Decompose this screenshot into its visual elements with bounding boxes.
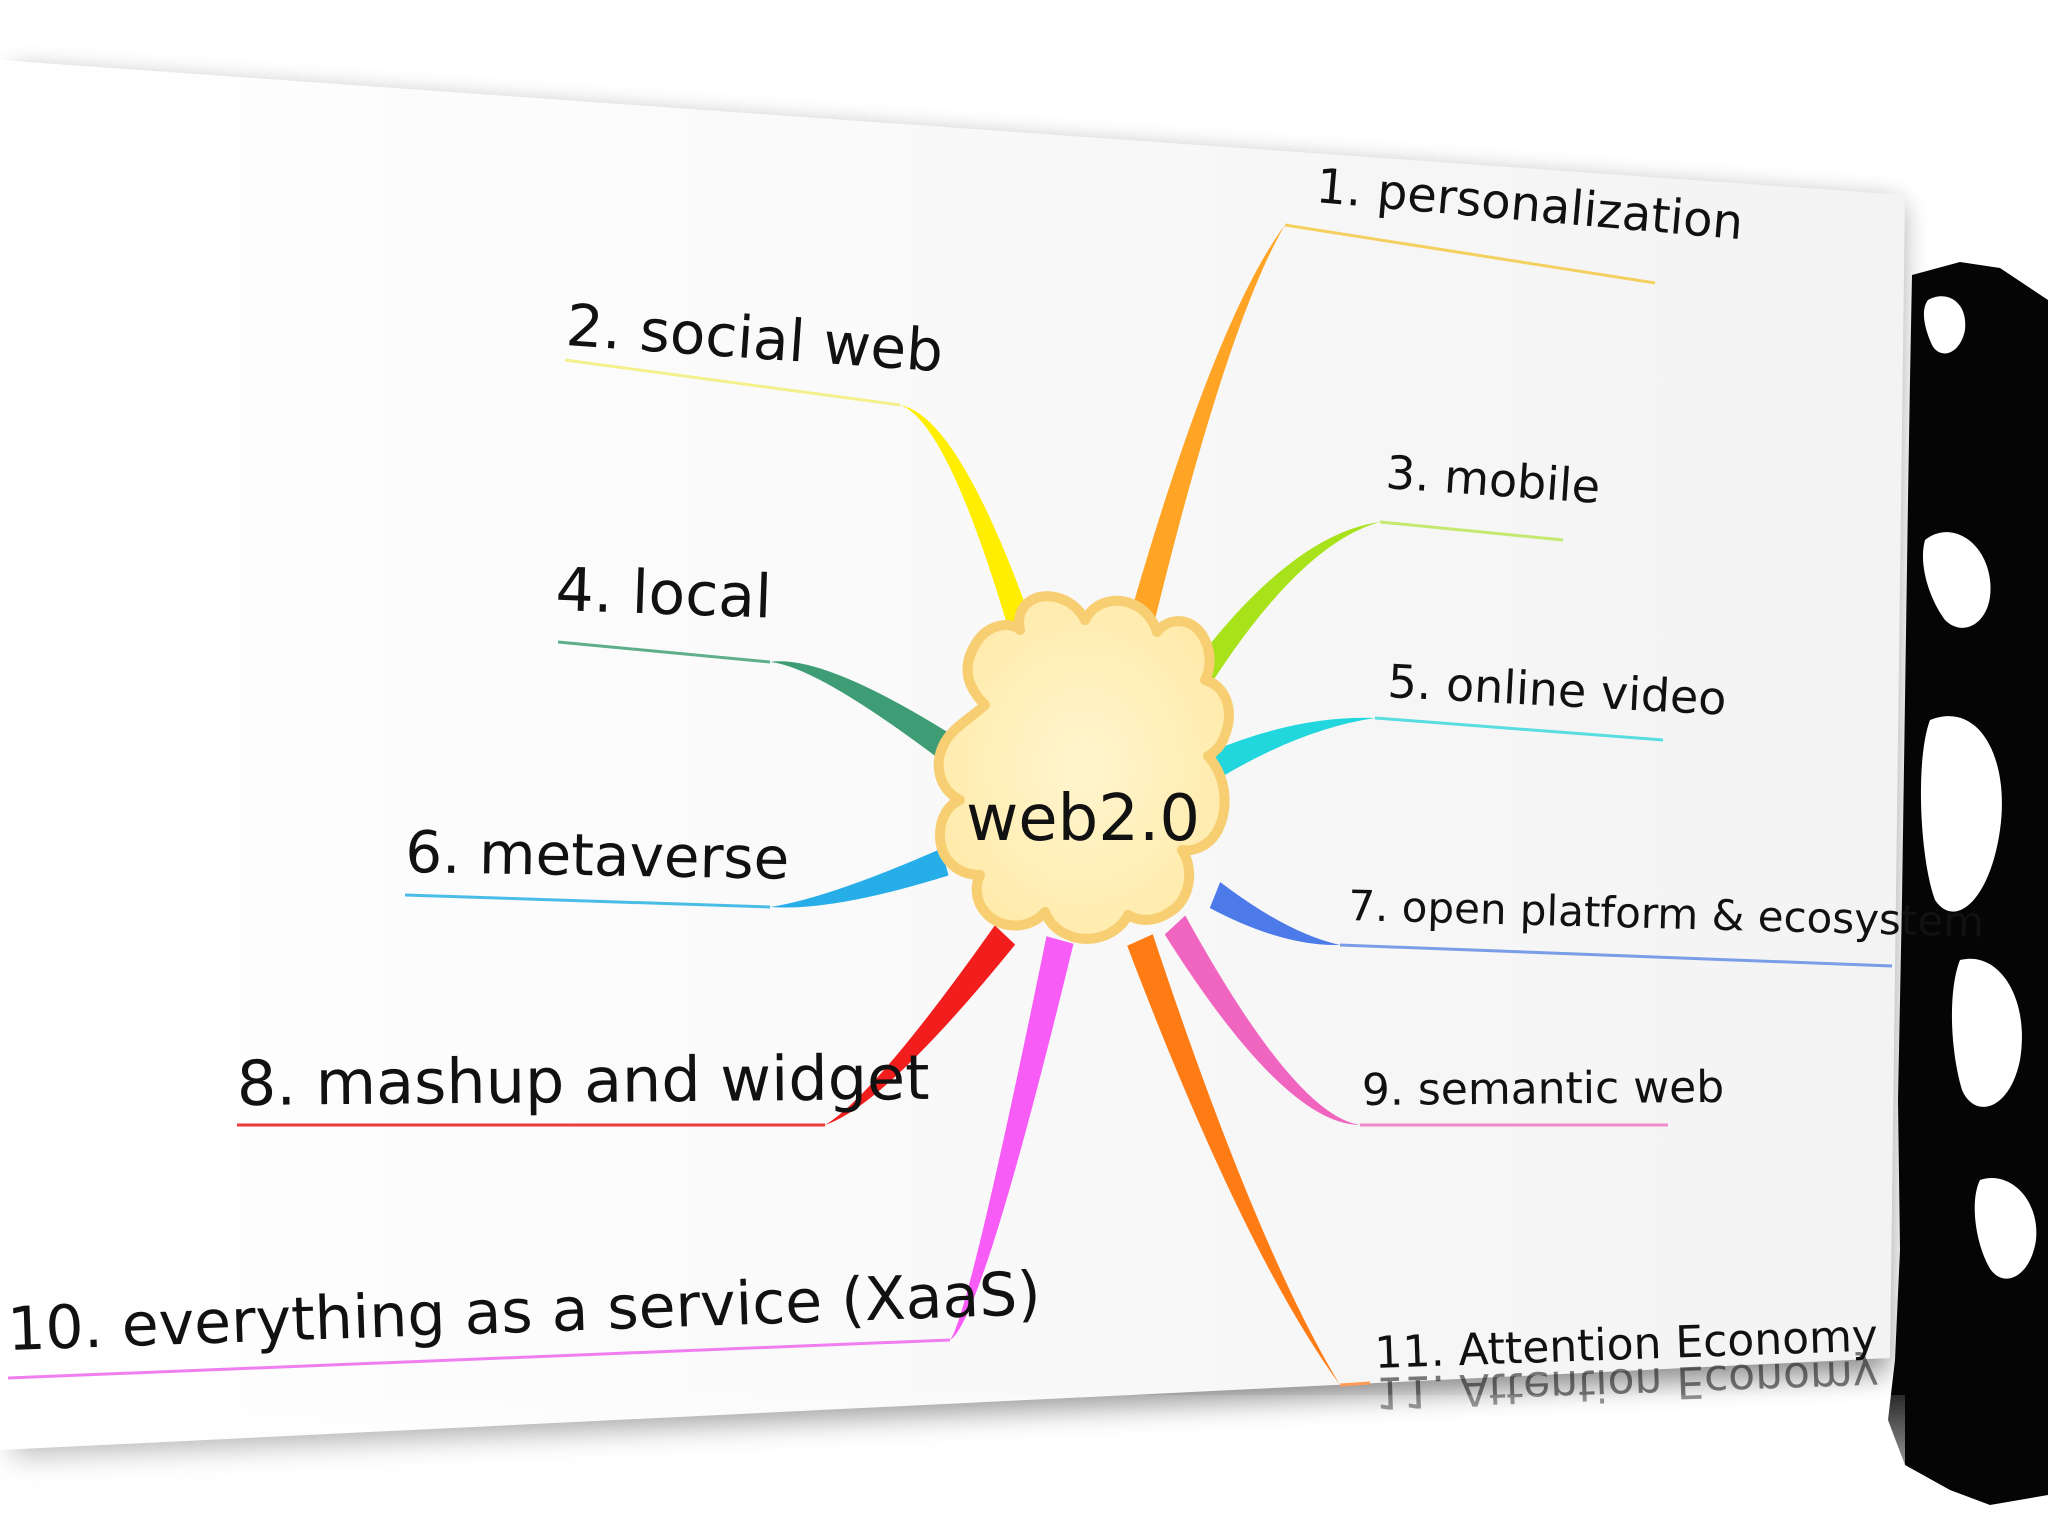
branch-3-underline [1379, 520, 1564, 542]
branch-8-limb [825, 925, 1016, 1125]
branch-11-underline [1339, 1381, 1371, 1387]
reflection-fade [0, 1395, 1905, 1536]
center-node[interactable]: web2.0 [933, 591, 1234, 944]
branch-5-limb [1211, 717, 1375, 779]
branch-4-underline [557, 640, 771, 664]
branch-5-underline [1374, 716, 1664, 742]
dark-side-graphic [1888, 262, 2048, 1505]
branch-underlines [7, 223, 1893, 1387]
branch-1-limb [1111, 225, 1285, 690]
branch-4-label[interactable]: 4. local [554, 555, 772, 633]
branch-9-limb [1164, 915, 1360, 1125]
branch-11-limb [1127, 934, 1340, 1385]
center-label: web2.0 [966, 782, 1200, 856]
branch-9-label[interactable]: 9. semantic web [1362, 1062, 1725, 1116]
branch-7-limb [1209, 882, 1340, 946]
branch-10-underline [7, 1338, 951, 1380]
branch-6-limb [770, 848, 949, 908]
branch-2-underline [564, 358, 901, 407]
branch-1-underline [1284, 223, 1656, 285]
branch-6-label[interactable]: 6. metaverse [405, 818, 790, 893]
branch-8-label[interactable]: 8. mashup and widget [236, 1041, 929, 1120]
branch-10-limb [950, 936, 1074, 1340]
branch-7-underline [1339, 943, 1893, 968]
branch-6-underline [404, 893, 771, 909]
cloud-shape [933, 591, 1234, 944]
